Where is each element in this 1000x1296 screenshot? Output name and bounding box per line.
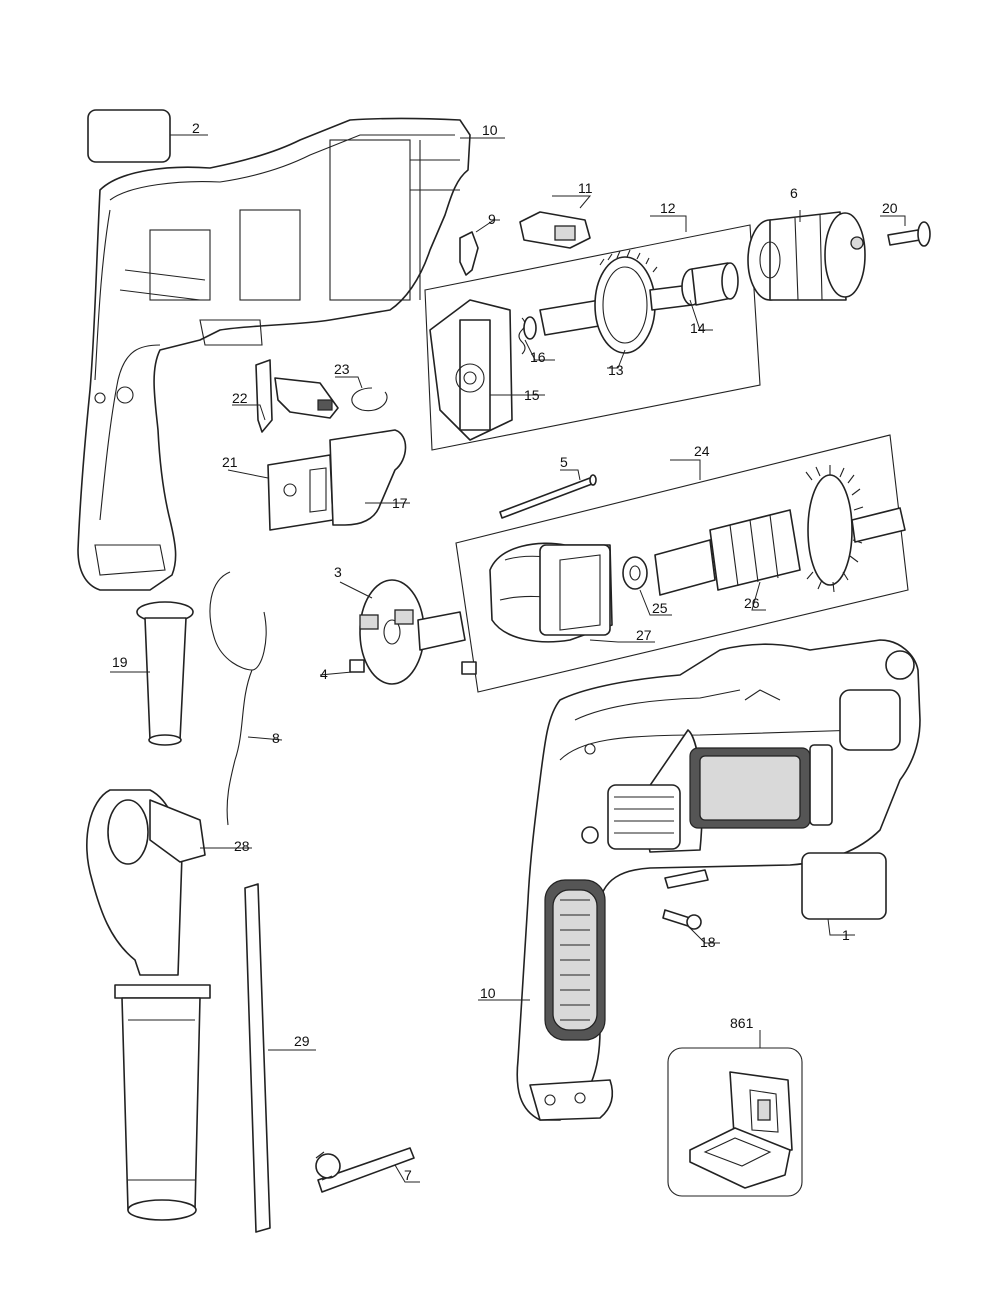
part-9-lever bbox=[459, 231, 479, 276]
callout-6: 6 bbox=[790, 185, 798, 201]
part-12-gear-assembly-box bbox=[424, 224, 761, 451]
part-861-carry-case bbox=[667, 1047, 803, 1197]
callout-27: 27 bbox=[636, 627, 652, 643]
callout-14: 14 bbox=[690, 320, 706, 336]
callout-29: 29 bbox=[294, 1033, 310, 1049]
callout-19: 19 bbox=[112, 654, 128, 670]
part-29-depth-rod bbox=[244, 883, 271, 1233]
part-11-slide-button bbox=[519, 211, 591, 249]
part-2-label-plate bbox=[87, 109, 171, 163]
callout-24: 24 bbox=[694, 443, 710, 459]
callout-10: 10 bbox=[482, 122, 498, 138]
callout-18: 18 bbox=[700, 934, 716, 950]
part-21-17-switch bbox=[267, 429, 407, 531]
part-7-chuck-key bbox=[315, 1147, 415, 1193]
part-8-wire bbox=[209, 571, 267, 826]
callout-5: 5 bbox=[560, 454, 568, 470]
part-4-carbon-brushes bbox=[349, 659, 477, 675]
callout-23: 23 bbox=[334, 361, 350, 377]
part-19-grip-sleeve bbox=[136, 601, 194, 746]
callout-15: 15 bbox=[524, 387, 540, 403]
callout-3: 3 bbox=[334, 564, 342, 580]
callout-861: 861 bbox=[730, 1015, 754, 1031]
leader-lines bbox=[110, 134, 906, 1183]
part-5-pin bbox=[499, 474, 597, 519]
part-22-switch-lever bbox=[255, 359, 339, 433]
assembled-drill bbox=[516, 639, 921, 1121]
callout-25: 25 bbox=[652, 600, 668, 616]
callout-7: 7 bbox=[404, 1167, 412, 1183]
part-18-screw bbox=[662, 909, 702, 930]
part-6-chuck bbox=[747, 211, 866, 301]
callout-2: 2 bbox=[192, 120, 200, 136]
callout-8: 8 bbox=[272, 730, 280, 746]
part-24-motor-box bbox=[455, 434, 909, 693]
part-28-side-handle bbox=[86, 789, 211, 1221]
callout-28: 28 bbox=[234, 838, 250, 854]
callout-21: 21 bbox=[222, 454, 238, 470]
callout-9: 9 bbox=[488, 211, 496, 227]
callout-20: 20 bbox=[882, 200, 898, 216]
callout-11: 11 bbox=[578, 180, 593, 196]
callout-26: 26 bbox=[744, 595, 760, 611]
callout-1: 1 bbox=[842, 927, 850, 943]
part-3-brush-plate bbox=[359, 579, 466, 685]
callout-13: 13 bbox=[608, 362, 624, 378]
callout-4: 4 bbox=[320, 666, 328, 682]
callout-10-assembled: 10 bbox=[480, 985, 496, 1001]
callout-17: 17 bbox=[392, 495, 408, 511]
callout-22: 22 bbox=[232, 390, 248, 406]
callout-12: 12 bbox=[660, 200, 676, 216]
callout-labels: 2 10 11 9 12 6 20 16 14 13 15 23 22 21 1… bbox=[112, 120, 898, 1183]
part-23-retaining-ring bbox=[351, 387, 388, 412]
part-1-label-plate bbox=[801, 852, 887, 920]
part-10-housing-half bbox=[77, 117, 471, 591]
callout-16: 16 bbox=[530, 349, 546, 365]
part-20-screw bbox=[887, 221, 931, 247]
